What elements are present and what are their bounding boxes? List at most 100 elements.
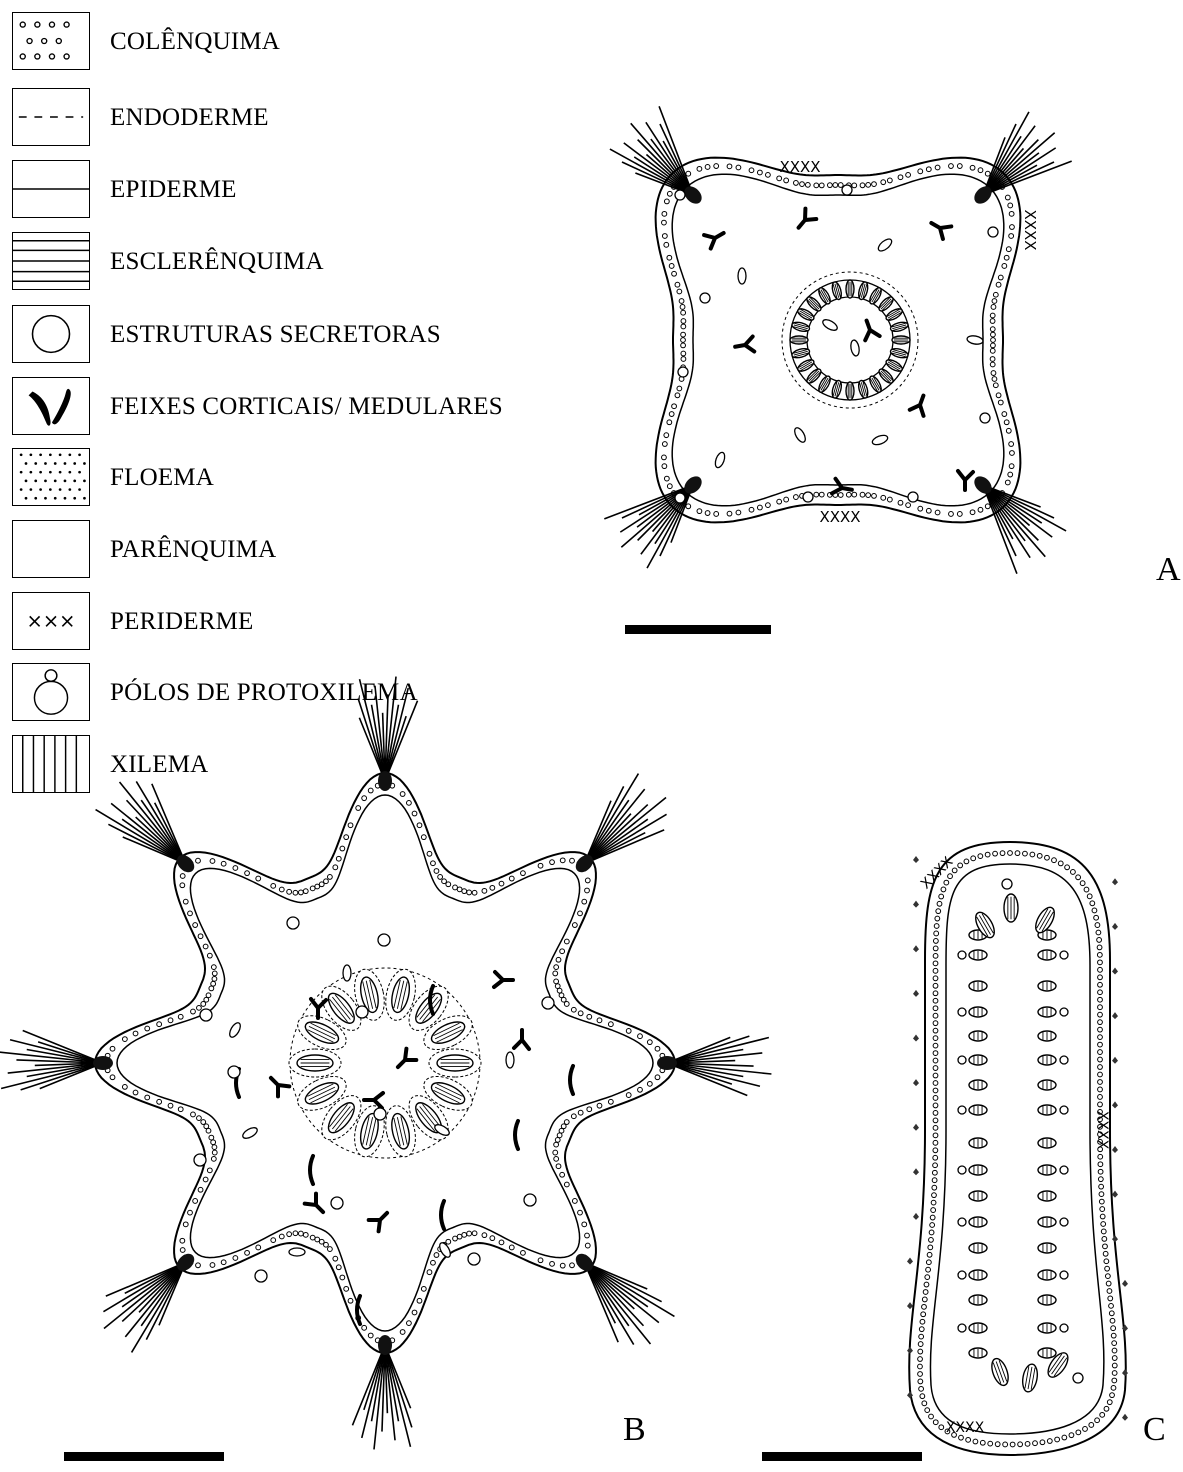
secretory-structure [331, 1197, 343, 1209]
panel-letter-a: A [1156, 551, 1181, 588]
vascular-bundle-c [1038, 1055, 1056, 1065]
secretory-structure [958, 1324, 966, 1332]
secretory-structure [194, 1154, 206, 1166]
spine-cluster-b-7 [96, 781, 198, 875]
spine-cluster-b-1 [572, 774, 666, 876]
vascular-bundle-c [969, 1080, 987, 1090]
secretory-structure [378, 934, 390, 946]
vascular-bundle-c [969, 1031, 987, 1041]
secretory-structure [287, 917, 299, 929]
vascular-bundle-c [1038, 1165, 1056, 1175]
scale-bar-b [64, 1452, 224, 1461]
secretory-structure [675, 190, 685, 200]
spine-cluster-a-2 [971, 473, 1066, 574]
vascular-bundle-c [969, 981, 987, 991]
trichome-c [1112, 878, 1118, 885]
vascular-bundle-c [1038, 1080, 1056, 1090]
secretory-structure [1060, 951, 1068, 959]
vascular-bundle-c [969, 1138, 987, 1148]
secretory-structure [228, 1066, 240, 1078]
vascular-bundle-c [1038, 1007, 1056, 1017]
trichome-c [1112, 1146, 1118, 1153]
secretory-structure [988, 227, 998, 237]
spine-cluster-a-0 [610, 106, 705, 207]
trichome-c [913, 1124, 919, 1131]
trichome-c [1112, 1057, 1118, 1064]
spine-cluster-b-5 [103, 1250, 197, 1352]
trichome-c [907, 1302, 913, 1309]
scale-bar-a [625, 625, 771, 634]
scale-bar-c [762, 1452, 922, 1461]
panel-letter-c: C [1143, 1411, 1166, 1448]
vascular-bundle-c [969, 950, 987, 960]
secretory-structure [958, 1271, 966, 1279]
trichome-c [1112, 923, 1118, 930]
collenchyma-inner-outline [930, 864, 1103, 1434]
xylem-bundle-a [790, 336, 808, 344]
vascular-bundle-c [1038, 1105, 1056, 1115]
secretory-structure [1073, 1373, 1083, 1383]
vascular-bundle-c [1038, 1031, 1056, 1041]
secretory-structure [542, 997, 554, 1009]
vascular-bundle-c [969, 1165, 987, 1175]
vascular-bundle-c [1038, 950, 1056, 960]
spine-cluster-b-6 [0, 1030, 113, 1089]
spine-cluster-a-3 [604, 473, 705, 568]
vascular-bundle-c [969, 1323, 987, 1333]
vascular-bundle-b [437, 1055, 473, 1071]
small-bundle-b [343, 965, 351, 981]
collenchyma-inner-outline [117, 795, 653, 1331]
trichome-c [907, 1258, 913, 1265]
small-bundle-a [738, 268, 746, 284]
vascular-bundle-c [1038, 981, 1056, 991]
trichome-c [913, 1213, 919, 1220]
vascular-bundle-c [1038, 1270, 1056, 1280]
periderme-mark-a: XXXX [819, 508, 860, 526]
spine-cluster-a-1 [971, 112, 1072, 207]
secretory-structure [958, 1106, 966, 1114]
periderme-mark-a: XXXX [779, 158, 820, 176]
secretory-structure [1060, 1008, 1068, 1016]
trichome-c [913, 856, 919, 863]
spine-cluster-b-2 [657, 1036, 771, 1095]
vascular-bundle-c [1038, 1295, 1056, 1305]
trichome-c [1112, 1191, 1118, 1198]
secretory-structure [700, 293, 710, 303]
trichome-c [913, 1034, 919, 1041]
spine-cluster-b-3 [572, 1250, 674, 1344]
vascular-bundle-c [1038, 1191, 1056, 1201]
vascular-bundle-c [1038, 1217, 1056, 1227]
vascular-bundle-c [969, 1217, 987, 1227]
secretory-structure [255, 1270, 267, 1282]
vascular-bundle-c [1038, 1348, 1056, 1358]
vascular-bundle-c [969, 1055, 987, 1065]
secretory-structure [958, 1008, 966, 1016]
trichome-c [913, 1079, 919, 1086]
secretory-structure [1002, 879, 1012, 889]
secretory-structure [803, 492, 813, 502]
secretory-structure [958, 951, 966, 959]
secretory-structure [1060, 1324, 1068, 1332]
secretory-structure [524, 1194, 536, 1206]
panel-a-cross-section: XXXX XXXX XXXX [604, 106, 1071, 573]
vascular-bundle-b [297, 1055, 333, 1071]
periderme-mark-a: XXXX [1021, 209, 1039, 250]
secretory-structure [958, 1166, 966, 1174]
vascular-bundle-c [969, 1295, 987, 1305]
trichome-c [1112, 968, 1118, 975]
secretory-structure [1060, 1106, 1068, 1114]
vascular-bundle-c [969, 1007, 987, 1017]
secretory-structure [678, 367, 688, 377]
trichome-c [913, 945, 919, 952]
trichome-c [913, 1168, 919, 1175]
vascular-bundle-c [969, 1243, 987, 1253]
periderme-mark-c: XXXX [1094, 1111, 1110, 1150]
vascular-bundle-c [1038, 1323, 1056, 1333]
spine-cluster-b-0 [358, 677, 417, 791]
secretory-structure [842, 185, 852, 195]
panel-b-cross-section [0, 677, 771, 1450]
small-bundle-b [506, 1052, 514, 1068]
secretory-structure [958, 1218, 966, 1226]
trichome-c [913, 990, 919, 997]
